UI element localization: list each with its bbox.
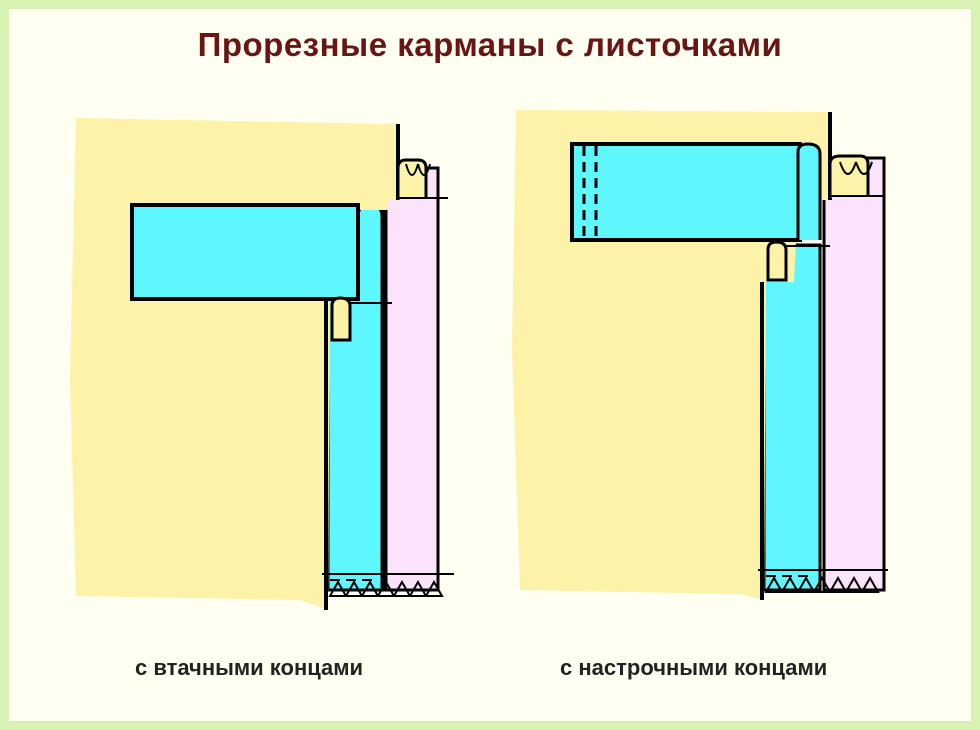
seam-fold-right [766, 240, 788, 282]
leaf-strip-right [762, 243, 822, 592]
caption-topstitched-ends: с настрочными концами [560, 655, 828, 680]
diagram-inset-ends [70, 118, 454, 610]
leaf-horizontal-left [130, 203, 360, 301]
overlock-stitch-left [322, 573, 454, 597]
overlock-stitch-right [758, 569, 888, 593]
leaf-fold-right [796, 142, 822, 240]
seam-fold-left [330, 296, 352, 342]
top-seam-loop-right [828, 154, 870, 198]
leaf-horizontal-right [570, 142, 802, 242]
lining-strip-right [822, 156, 886, 592]
page-title: Прорезные карманы с листочками [197, 26, 783, 63]
top-seam-loop-left [396, 158, 428, 200]
caption-inset-ends: с втачными концами [135, 655, 364, 680]
lining-strip-left [384, 166, 440, 592]
diagram-topstitched-ends [512, 110, 888, 600]
